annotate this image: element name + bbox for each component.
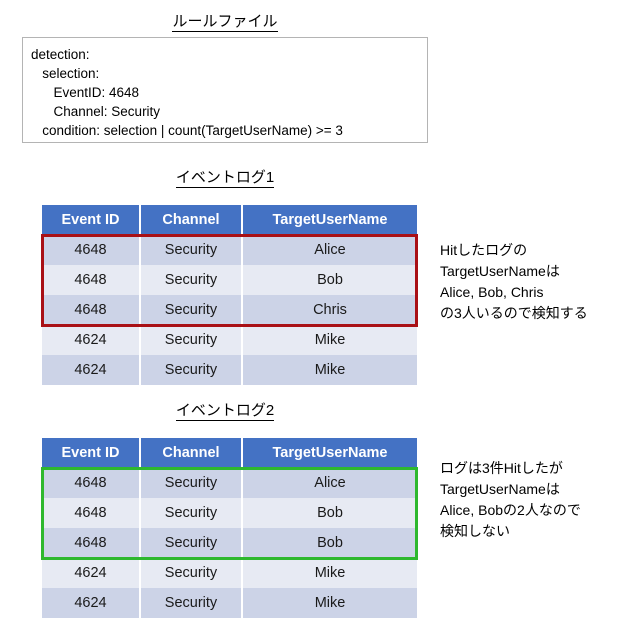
cell-channel: Security	[140, 558, 243, 588]
rule-file-title-text: ルールファイル	[172, 13, 278, 32]
column-header-event-id: Event ID	[42, 205, 141, 235]
cell-event-id: 4648	[42, 528, 141, 558]
table-header-row: Event ID Channel TargetUserName	[42, 205, 417, 235]
cell-channel: Security	[140, 355, 243, 385]
cell-channel: Security	[140, 235, 243, 265]
cell-target-user-name: Bob	[242, 265, 417, 295]
cell-target-user-name: Bob	[242, 498, 417, 528]
cell-target-user-name: Alice	[242, 235, 417, 265]
event-log-1-title: イベントログ1	[0, 168, 450, 188]
table-header-row: Event ID Channel TargetUserName	[42, 438, 417, 468]
event-log-2-title: イベントログ2	[0, 401, 450, 421]
table-row: 4624 Security Mike	[42, 558, 417, 588]
rule-file-box: detection: selection: EventID: 4648 Chan…	[22, 37, 428, 143]
cell-target-user-name: Mike	[242, 558, 417, 588]
table-row: 4648 Security Bob	[42, 498, 417, 528]
cell-channel: Security	[140, 468, 243, 498]
cell-event-id: 4624	[42, 588, 141, 618]
cell-target-user-name: Mike	[242, 355, 417, 385]
cell-event-id: 4624	[42, 558, 141, 588]
event-log-1-table: Event ID Channel TargetUserName 4648 Sec…	[42, 205, 417, 385]
cell-channel: Security	[140, 588, 243, 618]
cell-event-id: 4648	[42, 235, 141, 265]
column-header-event-id: Event ID	[42, 438, 141, 468]
cell-target-user-name: Bob	[242, 528, 417, 558]
rule-line-channel: Channel: Security	[31, 104, 161, 119]
cell-target-user-name: Chris	[242, 295, 417, 325]
rule-file-title: ルールファイル	[0, 12, 450, 32]
table-row: 4648 Security Alice	[42, 235, 417, 265]
cell-event-id: 4648	[42, 295, 141, 325]
table-row: 4648 Security Chris	[42, 295, 417, 325]
table-row: 4648 Security Bob	[42, 528, 417, 558]
rule-line-eventid: EventID: 4648	[31, 85, 140, 100]
cell-channel: Security	[140, 498, 243, 528]
rule-line-detection: detection:	[31, 47, 90, 62]
cell-event-id: 4648	[42, 265, 141, 295]
event-log-2-table: Event ID Channel TargetUserName 4648 Sec…	[42, 438, 417, 618]
cell-target-user-name: Alice	[242, 468, 417, 498]
table-row: 4624 Security Mike	[42, 325, 417, 355]
column-header-channel: Channel	[140, 205, 243, 235]
table-row: 4648 Security Bob	[42, 265, 417, 295]
cell-target-user-name: Mike	[242, 325, 417, 355]
cell-target-user-name: Mike	[242, 588, 417, 618]
table-row: 4648 Security Alice	[42, 468, 417, 498]
cell-channel: Security	[140, 528, 243, 558]
cell-channel: Security	[140, 325, 243, 355]
table-row: 4624 Security Mike	[42, 355, 417, 385]
annotation-log-2: ログは3件Hitしたが TargetUserNameは Alice, Bobの2…	[440, 460, 581, 539]
cell-event-id: 4624	[42, 355, 141, 385]
cell-event-id: 4648	[42, 468, 141, 498]
column-header-target-user-name: TargetUserName	[242, 205, 417, 235]
cell-channel: Security	[140, 265, 243, 295]
event-log-1-title-text: イベントログ1	[175, 169, 275, 188]
column-header-target-user-name: TargetUserName	[242, 438, 417, 468]
column-header-channel: Channel	[140, 438, 243, 468]
cell-event-id: 4624	[42, 325, 141, 355]
cell-event-id: 4648	[42, 498, 141, 528]
cell-channel: Security	[140, 295, 243, 325]
table-row: 4624 Security Mike	[42, 588, 417, 618]
rule-line-condition: condition: selection | count(TargetUserN…	[31, 123, 343, 138]
annotation-log-1: Hitしたログの TargetUserNameは Alice, Bob, Chr…	[440, 242, 588, 321]
rule-line-selection: selection:	[31, 66, 100, 81]
event-log-2-title-text: イベントログ2	[175, 402, 275, 421]
